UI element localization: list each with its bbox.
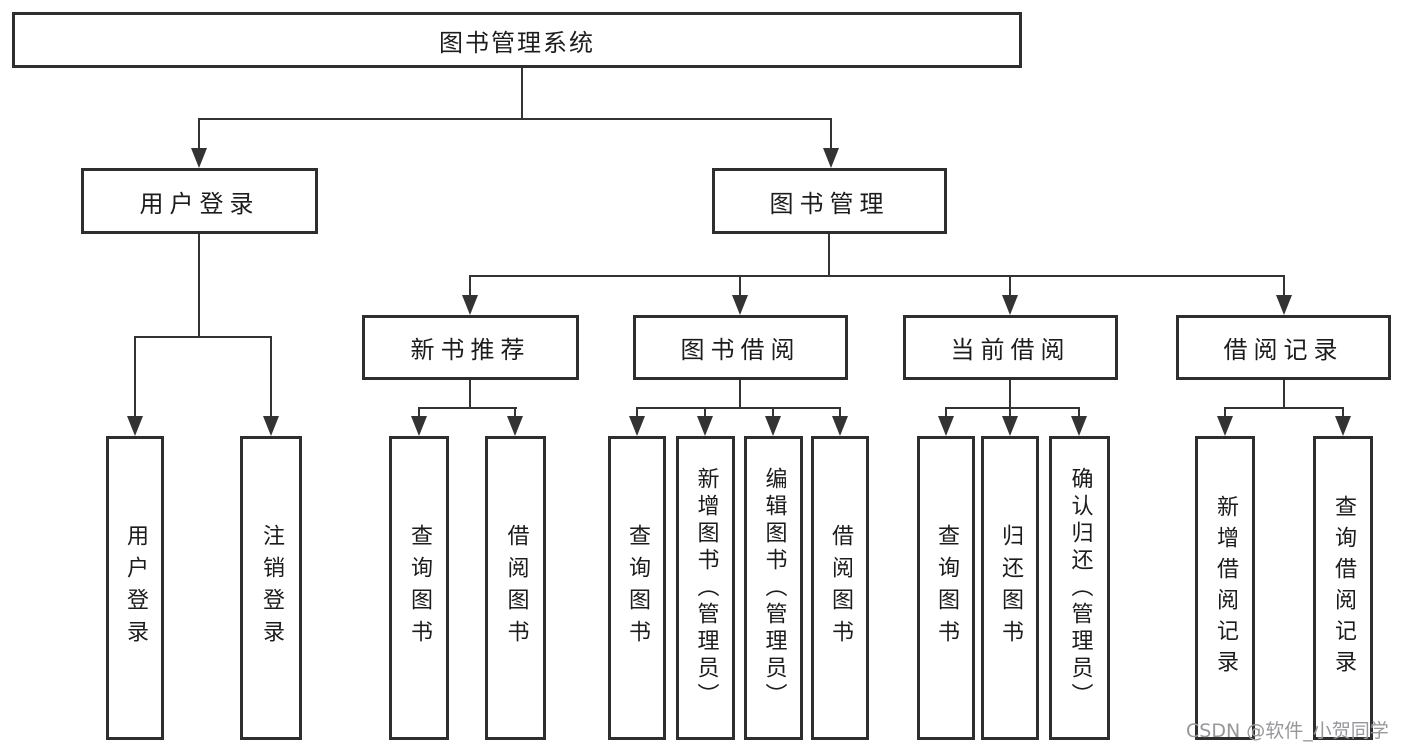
connector-drop-records-add [1224, 407, 1226, 420]
csdn-watermark: CSDN @软件_小贺同学 [1186, 720, 1389, 742]
connector-borrow-rail [636, 407, 841, 409]
leaf-confirm-return-admin: 确认归还（管理员） [1049, 436, 1110, 740]
connector-drop-current-query [945, 407, 947, 420]
connector-drop-records [1283, 275, 1285, 299]
connector-drop-current-confirm [1078, 407, 1080, 420]
leaf-current-query-book: 查询图书 [917, 436, 975, 740]
leaf-recommend-borrow-book: 借阅图书 [485, 436, 546, 740]
leaf-add-borrow-record: 新增借阅记录 [1195, 436, 1255, 740]
connector-user-login-rail [134, 336, 272, 338]
node-borrow-records: 借阅记录 [1176, 315, 1391, 380]
connector-user-login-stem [198, 234, 200, 338]
connector-drop-leaf-logout [270, 336, 272, 420]
arrowhead-borrow-borrowbook [832, 416, 848, 436]
connector-drop-borrow-add [704, 407, 706, 420]
arrowhead-recommend [462, 295, 478, 315]
connector-level3-rail [469, 275, 1285, 277]
arrowhead-current-confirm [1071, 416, 1087, 436]
leaf-borrow-query-book: 查询图书 [608, 436, 666, 740]
arrowhead-borrow [732, 295, 748, 315]
arrowhead-borrow-edit [765, 416, 781, 436]
leaf-logout: 注销登录 [240, 436, 302, 740]
arrowhead-book-mgmt [823, 148, 839, 168]
arrowhead-leaf-login [127, 416, 143, 436]
connector-borrow-stem [739, 380, 741, 409]
arrowhead-recommend-borrowbook [507, 416, 523, 436]
arrowhead-borrow-query [629, 416, 645, 436]
leaf-edit-book-admin: 编辑图书（管理员） [744, 436, 803, 740]
connector-current-rail [945, 407, 1080, 409]
connector-drop-current-return [1009, 407, 1011, 420]
connector-current-stem [1009, 380, 1011, 409]
arrowhead-user-login [191, 148, 207, 168]
connector-drop-leaf-login [134, 336, 136, 420]
connector-level2-rail [198, 118, 832, 120]
connector-drop-user-login [198, 118, 200, 152]
leaf-return-book: 归还图书 [981, 436, 1039, 740]
leaf-add-book-admin: 新增图书（管理员） [676, 436, 735, 740]
connector-records-rail [1224, 407, 1344, 409]
connector-drop-recommend-borrowbook [514, 407, 516, 420]
arrowhead-records-query [1335, 416, 1351, 436]
connector-drop-borrow-query [636, 407, 638, 420]
connector-drop-recommend-query [418, 407, 420, 420]
arrowhead-records-add [1217, 416, 1233, 436]
connector-drop-borrow-borrowbook [839, 407, 841, 420]
arrowhead-leaf-logout [263, 416, 279, 436]
arrowhead-current-return [1002, 416, 1018, 436]
connector-drop-borrow [739, 275, 741, 299]
node-book-management: 图书管理 [712, 168, 947, 234]
leaf-recommend-query-book: 查询图书 [389, 436, 449, 740]
connector-root-stem [521, 68, 523, 120]
arrowhead-recommend-query [411, 416, 427, 436]
arrowhead-records [1276, 295, 1292, 315]
connector-records-stem [1283, 380, 1285, 407]
connector-recommend-rail [418, 407, 517, 409]
arrowhead-current [1002, 295, 1018, 315]
leaf-query-borrow-record: 查询借阅记录 [1313, 436, 1373, 740]
connector-drop-records-query [1342, 407, 1344, 420]
connector-drop-borrow-edit [772, 407, 774, 420]
node-book-borrow: 图书借阅 [633, 315, 848, 380]
node-user-login: 用户登录 [81, 168, 318, 234]
leaf-borrow-book: 借阅图书 [811, 436, 869, 740]
connector-drop-recommend [469, 275, 471, 299]
leaf-user-login: 用户登录 [106, 436, 164, 740]
node-new-book-recommend: 新书推荐 [362, 315, 579, 380]
connector-drop-current [1009, 275, 1011, 299]
connector-recommend-stem [469, 380, 471, 409]
connector-drop-book-mgmt [830, 118, 832, 152]
arrowhead-current-query [938, 416, 954, 436]
connector-book-mgmt-stem [828, 234, 830, 277]
node-root-system: 图书管理系统 [12, 12, 1022, 68]
node-current-borrow: 当前借阅 [903, 315, 1118, 380]
arrowhead-borrow-add [697, 416, 713, 436]
